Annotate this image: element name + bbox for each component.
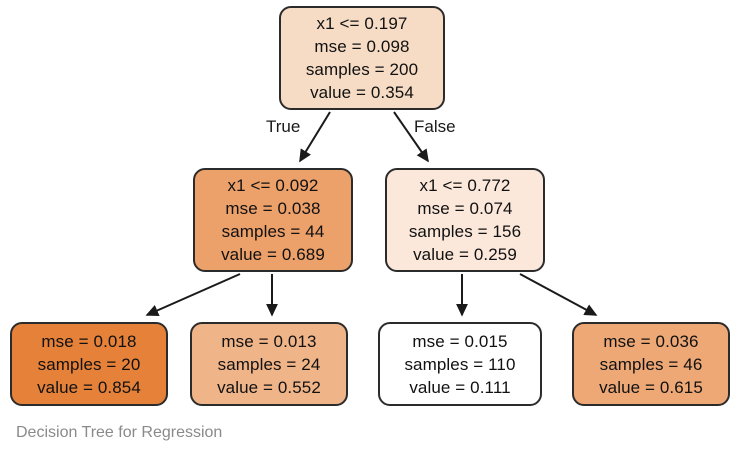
node-condition: x1 <= 0.197: [316, 14, 408, 33]
node-mse: mse = 0.036: [603, 331, 699, 351]
node-value: value = 0.854: [37, 377, 141, 397]
node-mse: mse = 0.018: [41, 331, 137, 351]
figure-caption: Decision Tree for Regression: [16, 424, 223, 441]
edge-left-to-leaf1: [145, 273, 241, 316]
node-value: value = 0.615: [599, 377, 703, 397]
tree-node-l1: mse = 0.018 samples = 20 value = 0.854: [10, 322, 168, 406]
node-condition: x1 <= 0.772: [419, 176, 511, 195]
tree-node-root: x1 <= 0.197 mse = 0.098 samples = 200 value…: [279, 6, 445, 110]
node-mse: mse = 0.013: [221, 331, 317, 351]
tree-node-l2: mse = 0.013 samples = 24 value = 0.552: [190, 322, 348, 406]
node-value: value = 0.259: [413, 245, 517, 264]
node-mse: mse = 0.098: [314, 37, 410, 56]
node-samples: samples = 200: [305, 60, 419, 79]
tree-node-l4: mse = 0.036 samples = 46 value = 0.615: [572, 322, 730, 406]
edge-label-true: True: [266, 117, 301, 136]
tree-node-n1: x1 <= 0.092 mse = 0.038 samples = 44 value …: [193, 168, 353, 272]
node-value: value = 0.552: [217, 377, 321, 397]
edge-root-to-right: [393, 111, 429, 163]
node-samples: samples = 24: [217, 354, 321, 374]
edge-label-false: False: [414, 117, 456, 136]
tree-node-n2: x1 <= 0.772 mse = 0.074 samples = 156 value…: [385, 168, 545, 272]
node-samples: samples = 156: [408, 222, 522, 241]
edge-root-to-left: [299, 111, 331, 163]
node-condition: x1 <= 0.092: [227, 176, 319, 195]
node-mse: mse = 0.038: [225, 199, 321, 218]
node-mse: mse = 0.015: [412, 331, 508, 351]
node-samples: samples = 110: [404, 354, 516, 374]
node-value: value = 0.689: [221, 245, 325, 264]
node-samples: samples = 46: [599, 354, 703, 374]
edge-right-to-leaf4: [519, 273, 598, 316]
node-value: value = 0.111: [409, 377, 511, 397]
node-value: value = 0.354: [310, 83, 414, 102]
node-samples: samples = 20: [37, 354, 141, 374]
node-mse: mse = 0.074: [417, 199, 513, 218]
tree-node-l3: mse = 0.015 samples = 110 value = 0.111: [378, 322, 542, 406]
node-samples: samples = 44: [221, 222, 325, 241]
